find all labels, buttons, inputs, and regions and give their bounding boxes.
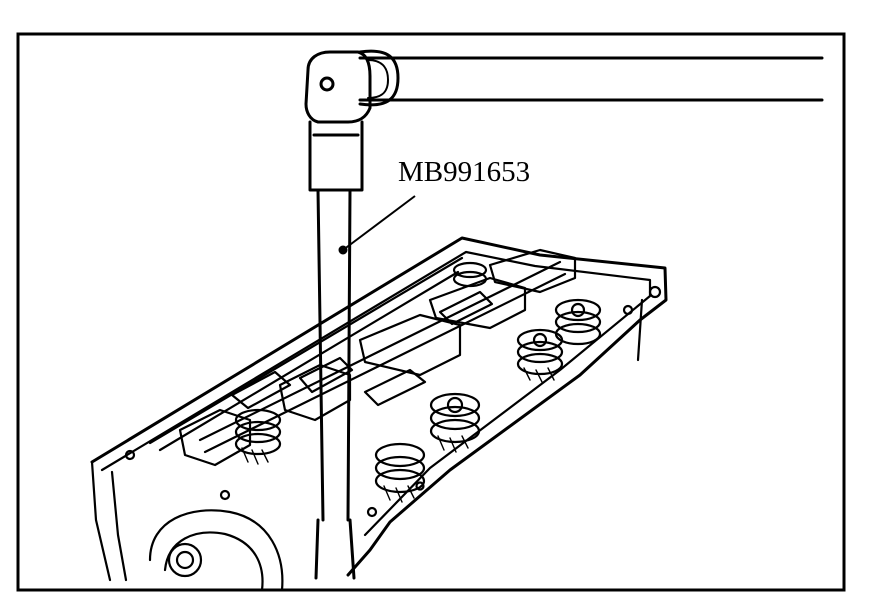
camshaft-seal [167, 542, 203, 578]
head-stud-right [636, 298, 644, 362]
cam-cap-4 [428, 276, 527, 330]
head-bolt-2 [366, 506, 378, 518]
head-inner-rim [100, 250, 652, 537]
cam-cap-5 [488, 248, 577, 294]
camshaft [198, 260, 567, 454]
camshaft-seal-inner [175, 550, 195, 570]
head-bolt-3 [415, 481, 425, 491]
rocker-arm-3 [363, 368, 427, 407]
socket-wrench-icon [304, 49, 824, 580]
rocker-arm-1 [230, 370, 292, 410]
valve-spring-3 [429, 392, 481, 444]
figure-frame [16, 32, 846, 592]
wrench-hinge-collar-inner [367, 59, 389, 99]
callout-label: MB991653 [398, 156, 530, 188]
valve-spring-1 [234, 408, 282, 456]
callout: MB991653 [342, 156, 530, 251]
valve-spring-2 [374, 442, 426, 494]
front-cover-inner [163, 531, 264, 592]
rocker-arm-4 [438, 290, 494, 326]
head-front-edge [90, 460, 128, 582]
wrench-extension-shaft [316, 188, 352, 522]
wrench-sleeve [308, 120, 364, 192]
wrench-pivot-pin [319, 76, 335, 92]
rocker-arm-2 [298, 356, 354, 394]
head-outer-outline [90, 236, 668, 577]
wrench-socket-end [314, 518, 356, 580]
bolt-boss-right [648, 285, 662, 299]
wrench-knuckle [304, 50, 372, 124]
valve-spring-6 [452, 261, 488, 288]
callout-leader-line [342, 195, 416, 251]
spring-shading [241, 367, 555, 503]
head-bolt-4 [219, 489, 231, 501]
wrench-hinge-collar [358, 49, 400, 107]
wrench-handle [358, 56, 824, 102]
front-cover [148, 509, 284, 592]
cylinder-head-icon [90, 236, 668, 592]
gasket-edge [148, 256, 464, 452]
cam-cap-3 [358, 313, 462, 377]
valve-spring-5 [554, 298, 602, 346]
head-bolt-1 [124, 449, 136, 461]
valve-spring-4 [516, 328, 564, 376]
bolt-boss-mid [622, 304, 634, 316]
cam-cap-1 [178, 408, 252, 467]
